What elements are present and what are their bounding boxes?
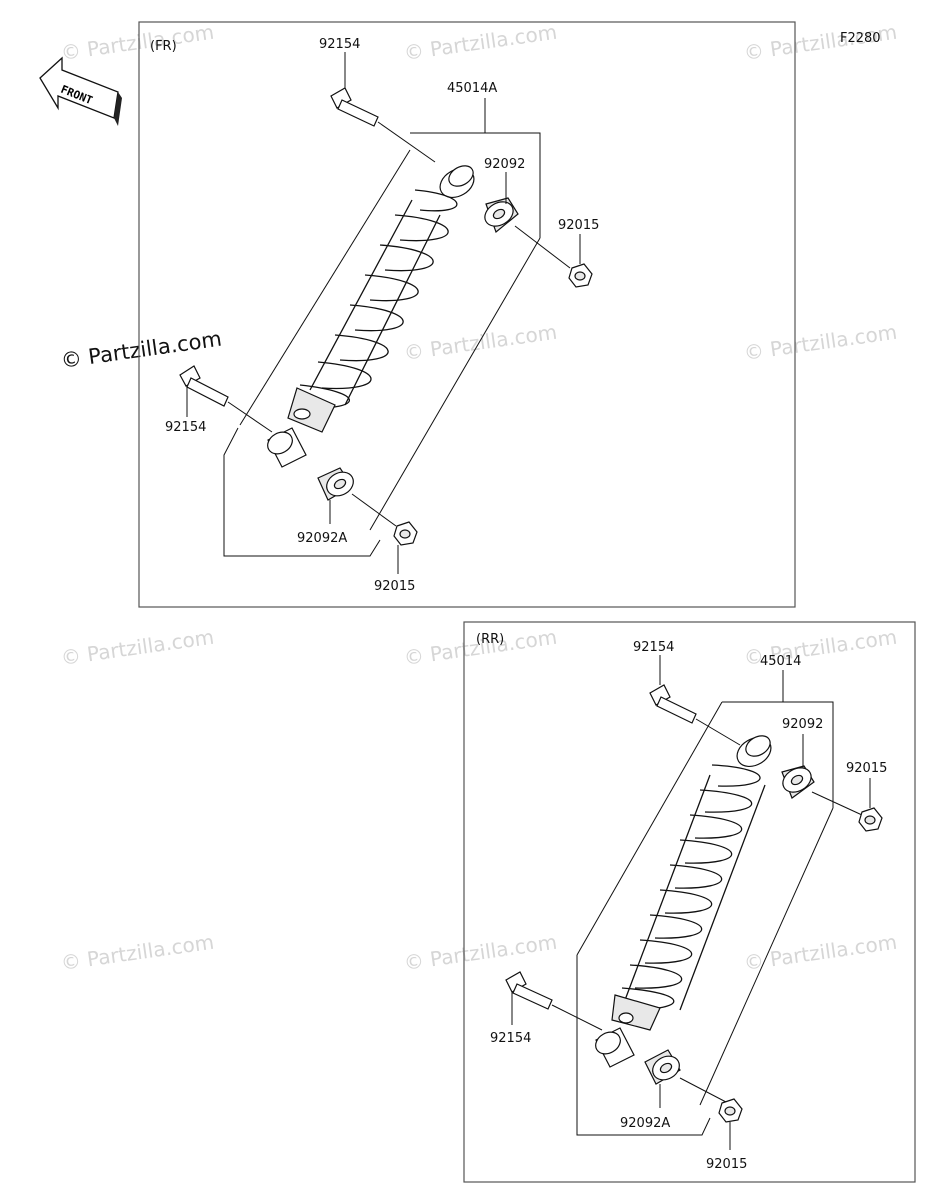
watermark: © Partzilla.com: [742, 320, 898, 365]
watermark: © Partzilla.com: [59, 625, 215, 670]
damper-body-rear: [611, 994, 661, 1031]
diagram-id: F2280: [840, 31, 881, 46]
outline-right: [699, 807, 834, 1106]
rear-bolt-bottom-label: 92154: [490, 1031, 531, 1046]
lower-bracket: [223, 427, 381, 557]
front-arrow: FRONT: [39, 56, 122, 126]
front-bushing-bottom-label: 92092A: [297, 531, 347, 546]
watermark: © Partzilla.com: [59, 20, 215, 65]
watermark: © Partzilla.com: [402, 320, 558, 365]
bushing-bottom-front: [317, 467, 397, 527]
collar-top-rear: [736, 735, 772, 768]
rear-section: (RR) 92154 45014: [463, 621, 916, 1183]
bolt-bottom-rear: [505, 971, 603, 1031]
nut-top-front: [568, 234, 593, 288]
collar-bottom-front: [267, 427, 307, 468]
nut-top-rear: [858, 778, 883, 832]
rear-section-frame: [463, 621, 916, 1183]
front-bolt-top-label: 92154: [319, 37, 360, 52]
rear-bushing-bottom-label: 92092A: [620, 1116, 670, 1131]
lower-bracket: [576, 955, 711, 1136]
collar-top-front: [439, 165, 475, 199]
watermark: © Partzilla.com: [742, 930, 898, 975]
front-bolt-bottom-label: 92154: [165, 420, 206, 435]
nut-bottom-rear: [718, 1098, 743, 1150]
damper-body-front: [287, 387, 336, 433]
rear-nut-top-label: 92015: [846, 761, 887, 776]
bushing-top-rear: [781, 734, 863, 816]
spring-rear: [621, 764, 766, 1011]
front-nut-bottom-label: 92015: [374, 579, 415, 594]
bolt-top-front: [330, 52, 436, 163]
nut-bottom-front: [393, 521, 418, 574]
front-bushing-top-label: 92092: [484, 157, 525, 172]
front-section: (FR) 92154 45014A: [138, 21, 796, 608]
outline-left: [576, 701, 723, 956]
bushing-top-front: [484, 172, 571, 269]
rear-bolt-top-label: 92154: [633, 640, 674, 655]
bushing-bottom-rear: [644, 1049, 727, 1108]
front-assembly-label: 45014A: [447, 81, 497, 96]
bolt-top-rear: [649, 655, 741, 746]
watermark: © Partzilla.com: [402, 20, 558, 65]
front-section-tag: (FR): [150, 39, 177, 54]
outline-right: [369, 237, 541, 531]
watermarks: © Partzilla.com © Partzilla.com © Partzi…: [59, 20, 898, 975]
collar-bottom-rear: [595, 1027, 635, 1068]
rear-nut-bottom-label: 92015: [706, 1157, 747, 1172]
rear-section-tag: (RR): [476, 632, 504, 647]
rear-assembly-label: 45014: [760, 654, 801, 669]
front-nut-top-label: 92015: [558, 218, 599, 233]
front-section-frame: [138, 21, 796, 608]
outline-left: [239, 149, 411, 426]
assembly-bracket: [410, 132, 541, 238]
rear-bushing-top-label: 92092: [782, 717, 823, 732]
watermark: © Partzilla.com: [59, 930, 215, 975]
watermark-dark: © Partzilla.com: [59, 327, 223, 373]
watermark: © Partzilla.com: [402, 930, 558, 975]
bolt-bottom-front: [179, 365, 273, 433]
spring-front: [299, 189, 458, 409]
assembly-bracket: [722, 701, 834, 808]
